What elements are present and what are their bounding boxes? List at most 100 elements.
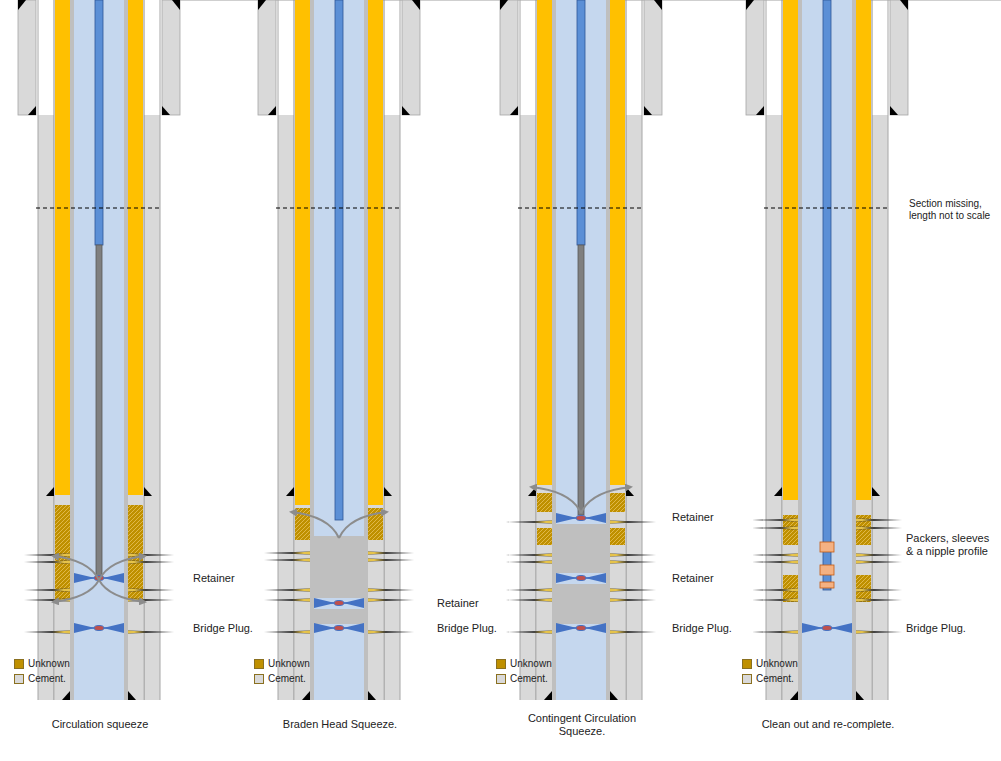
perforation (368, 631, 386, 634)
casing-shoe (302, 691, 310, 700)
conductor-wall (644, 0, 662, 115)
perforation (534, 521, 552, 524)
perforation (534, 554, 552, 557)
casing-line (54, 0, 55, 700)
cement-annulus (766, 115, 782, 700)
flow-arrow (53, 580, 99, 602)
flow-arrow (531, 487, 581, 513)
perforation (780, 561, 798, 564)
bridge-plug-core (576, 626, 586, 631)
legend-item: Cement. (496, 673, 548, 685)
conductor-wall (890, 0, 908, 115)
casing-shoe (62, 691, 70, 700)
production-casing (310, 0, 314, 700)
legend-item: Cement. (14, 673, 66, 685)
retainer-slip (103, 573, 124, 583)
conductor-wall (258, 0, 276, 115)
unknown-zone (128, 505, 143, 600)
perforation (292, 559, 310, 562)
perforation (856, 554, 902, 557)
perforation (856, 561, 874, 564)
casing-shoe (510, 106, 518, 115)
section-break (518, 208, 644, 209)
perforation (368, 599, 386, 602)
casing-line (520, 0, 521, 700)
perforation (610, 521, 628, 524)
bridge-plug-slip (831, 623, 852, 633)
cement-annulus (128, 495, 143, 700)
perforation (856, 589, 902, 592)
casing-line (144, 0, 145, 700)
perforation (534, 599, 552, 602)
perforation (856, 519, 874, 522)
wellhead-mark (258, 0, 266, 10)
perforation (292, 631, 310, 634)
retainer-core (334, 601, 344, 606)
cement-annulus (520, 115, 536, 700)
perforation (610, 554, 656, 557)
wellhead-mark (412, 0, 420, 10)
casing-line (766, 0, 767, 700)
production-casing (798, 0, 802, 700)
casing-line (642, 0, 643, 700)
perforation (52, 561, 70, 564)
production-casing (364, 0, 368, 700)
perforation (368, 552, 414, 555)
legend-text: Cement. (756, 673, 794, 685)
callout-label: Bridge Plug. (193, 622, 253, 635)
perforation (506, 599, 552, 602)
casing-line (278, 0, 279, 700)
perforation (856, 554, 874, 557)
wellhead-mark (900, 0, 908, 10)
perforation (368, 631, 414, 634)
perforation (368, 599, 414, 602)
perforation (24, 589, 70, 592)
production-casing (552, 0, 556, 700)
unknown-zone (537, 493, 552, 512)
cement-annulus (295, 505, 310, 700)
perforation (52, 631, 70, 634)
perforation (856, 631, 902, 634)
legend-item: Unknown (254, 658, 310, 670)
cement-plug (556, 524, 606, 573)
perforation (856, 599, 874, 602)
perforation (780, 527, 798, 530)
annulus-fluid (537, 0, 552, 485)
perforation (368, 589, 386, 592)
perforation (506, 561, 552, 564)
annulus-fluid (856, 0, 871, 500)
conductor-wall (162, 0, 180, 115)
perforation (856, 561, 902, 564)
bridge-plug-core (94, 626, 104, 631)
perforation (610, 599, 628, 602)
perforation (128, 589, 174, 592)
cement-annulus (626, 115, 642, 700)
panel-caption: Clean out and re-complete. (748, 718, 908, 731)
casing-shoe (368, 691, 376, 700)
section-break (276, 208, 402, 209)
bridge-plug-slip (585, 623, 606, 633)
bridge-plug-slip (74, 623, 95, 633)
bridge-plug-core (822, 626, 832, 631)
cement-plug (314, 536, 364, 598)
wellhead-mark (18, 0, 26, 10)
perforation (128, 561, 146, 564)
casing-shoe (46, 487, 54, 496)
legend-item: Unknown (14, 658, 70, 670)
callout-label: Packers, sleeves & a nipple profile (906, 532, 996, 558)
callout-label: Retainer (193, 572, 235, 585)
perforation (610, 521, 656, 524)
callout-label: Retainer (672, 511, 714, 524)
annulus-fluid (128, 0, 143, 495)
perforation (856, 589, 874, 592)
casing-line (888, 0, 889, 700)
perforation (610, 561, 628, 564)
perforation (610, 631, 628, 634)
annulus-fluid (783, 0, 798, 500)
legend-text: Cement. (510, 673, 548, 685)
perforation (780, 631, 798, 634)
perforation (610, 589, 656, 592)
casing-shoe (774, 487, 782, 496)
unknown-zone (783, 575, 798, 602)
